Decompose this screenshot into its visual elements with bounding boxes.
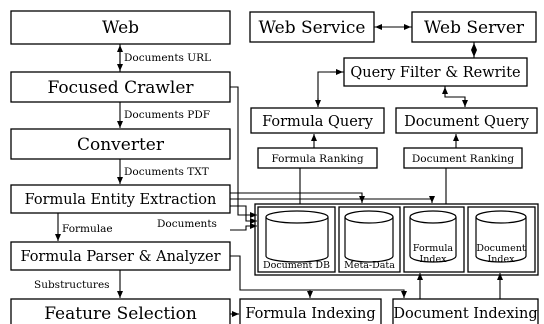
formula-indexing-box: Formula Indexing: [239, 298, 382, 324]
web-server-label: Web Server: [424, 18, 525, 38]
web-server-box: Web Server: [411, 11, 537, 43]
converter-label: Converter: [77, 135, 165, 155]
document-indexing-box: Document Indexing: [392, 298, 539, 324]
link-filter-formula-query: [317, 71, 344, 107]
document-db-label: Document DB: [263, 260, 330, 271]
formula-ranking-label: Formula Ranking: [271, 153, 363, 165]
formula-query-box: Formula Query: [250, 107, 385, 134]
formula-entity-extraction-label: Formula Entity Extraction: [25, 192, 217, 208]
document-index-label-2: Index: [488, 254, 516, 265]
meta-data-label: Meta-Data: [344, 260, 395, 271]
flow-label-documents-url: Documents URL: [124, 52, 211, 64]
flow-label-documents-pdf: Documents PDF: [124, 109, 210, 121]
flow-label-substructures: Substructures: [34, 279, 110, 291]
link-extraction-formula-index: [230, 196, 435, 203]
formula-ranking-box: Formula Ranking: [257, 147, 378, 169]
document-ranking-label: Document Ranking: [412, 153, 515, 165]
link-extraction-meta-data: [230, 192, 365, 203]
focused-crawler-box: Focused Crawler: [10, 71, 231, 103]
flow-label-formulae: Formulae: [62, 223, 113, 235]
formula-parser-analyzer-box: Formula Parser & Analyzer: [10, 241, 231, 271]
document-index-store: Document Index: [467, 206, 536, 273]
document-ranking-box: Document Ranking: [403, 147, 523, 169]
focused-crawler-label: Focused Crawler: [47, 78, 194, 98]
link-parser-document-indexing: [230, 255, 407, 298]
link-filter-document-query: [444, 86, 466, 107]
formula-parser-analyzer-label: Formula Parser & Analyzer: [20, 249, 220, 265]
formula-index-label-2: Index: [420, 254, 448, 265]
web-service-label: Web Service: [259, 18, 366, 38]
flow-label-documents-txt: Documents TXT: [124, 166, 209, 178]
flow-label-documents: Documents: [157, 218, 217, 230]
formula-index-store: Formula Index: [403, 206, 465, 273]
query-filter-rewrite-box: Query Filter & Rewrite: [343, 57, 528, 87]
document-indexing-label: Document Indexing: [393, 306, 537, 322]
document-query-label: Document Query: [404, 114, 530, 130]
document-db-store: Document DB: [257, 206, 336, 273]
web-label: Web: [102, 18, 139, 38]
link-documents-document-db: [230, 223, 257, 231]
link-crawler-document-db: [230, 86, 257, 218]
document-query-box: Document Query: [395, 107, 538, 134]
formula-indexing-label: Formula Indexing: [245, 306, 375, 322]
formula-entity-extraction-box: Formula Entity Extraction: [10, 184, 231, 214]
meta-data-store: Meta-Data: [338, 206, 401, 273]
feature-selection-box: Feature Selection: [10, 298, 231, 324]
formula-query-label: Formula Query: [262, 114, 374, 130]
link-extraction-document-db: [230, 205, 257, 224]
web-box: Web: [10, 10, 231, 45]
formula-index-label-1: Formula: [413, 243, 453, 254]
converter-box: Converter: [10, 128, 231, 160]
document-index-label-1: Document: [476, 243, 526, 254]
feature-selection-label: Feature Selection: [44, 304, 197, 324]
web-service-box: Web Service: [249, 11, 375, 43]
query-filter-rewrite-label: Query Filter & Rewrite: [350, 65, 520, 81]
